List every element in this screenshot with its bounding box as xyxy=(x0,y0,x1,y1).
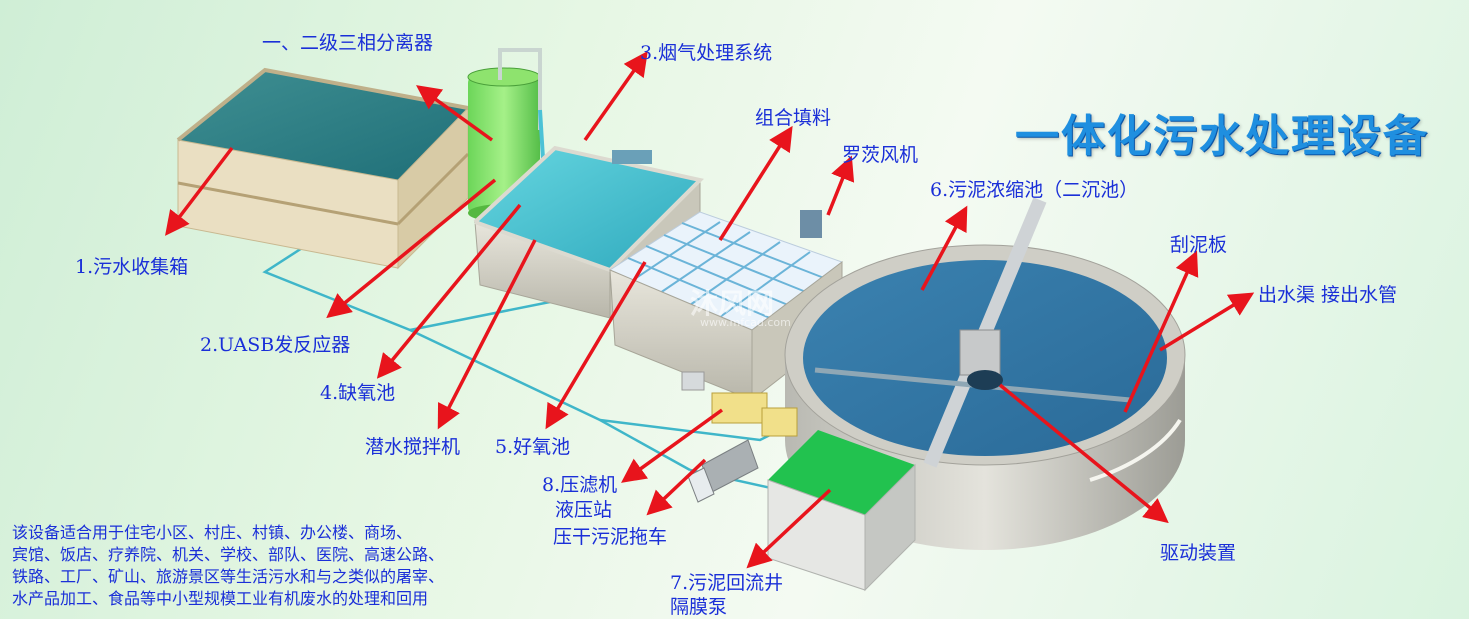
arrow-collection xyxy=(165,146,234,236)
collection-tank xyxy=(176,67,470,270)
label-drive: 驱动装置 xyxy=(1160,542,1237,564)
arrow-separator xyxy=(416,85,494,142)
arrow-truck xyxy=(646,458,707,516)
label-diaphragm-pump: 隔膜泵 xyxy=(670,596,728,618)
arrow-uasb xyxy=(326,178,497,319)
arrow-anoxic xyxy=(376,203,522,379)
label-flue-gas: 3.烟气处理系统 xyxy=(640,42,773,64)
sludge-truck xyxy=(687,439,759,503)
description-line: 宾馆、饭店、疗养院、机关、学校、部队、医院、高速公路、 xyxy=(12,545,445,564)
label-filter-press: 8.压滤机 xyxy=(542,474,618,496)
label-return-well: 7.污泥回流井 xyxy=(670,572,784,594)
label-aerobic: 5.好氧池 xyxy=(495,436,571,458)
arrow-blower xyxy=(826,155,855,216)
filter-press xyxy=(681,371,798,437)
arrow-packing xyxy=(718,125,793,241)
return-well xyxy=(767,430,916,592)
label-separator: 一、二级三相分离器 xyxy=(262,32,434,54)
label-hydraulic: 液压站 xyxy=(555,499,613,521)
label-collection-tank: 1.污水收集箱 xyxy=(75,256,189,278)
label-blower: 罗茨风机 xyxy=(842,144,919,166)
arrow-drive xyxy=(998,383,1169,524)
label-packing: 组合填料 xyxy=(755,107,832,129)
label-outlet: 出水渠 接出水管 xyxy=(1258,284,1398,306)
label-uasb: 2.UASB发反应器 xyxy=(200,334,351,356)
label-anoxic: 4.缺氧池 xyxy=(320,382,396,404)
arrow-thickener xyxy=(920,205,968,291)
watermark-url: www.mfcad.com xyxy=(700,316,791,329)
indicator-arrows xyxy=(165,50,1255,569)
watermark: 沐风网 xyxy=(690,287,775,320)
description: 该设备适合用于住宅小区、村庄、村镇、办公楼、商场、 宾馆、饭店、疗养院、机关、学… xyxy=(12,522,552,610)
label-thickener: 6.污泥浓缩池（二沉池） xyxy=(930,179,1139,201)
label-truck: 压干污泥拖车 xyxy=(553,526,668,548)
label-mixer: 潜水搅拌机 xyxy=(365,436,461,458)
arrow-mixer xyxy=(437,239,537,430)
label-scraper: 刮泥板 xyxy=(1170,234,1228,256)
arrow-filter-press xyxy=(621,408,724,483)
description-line: 该设备适合用于住宅小区、村庄、村镇、办公楼、商场、 xyxy=(12,523,413,542)
diagram-title: 一体化污水处理设备 xyxy=(1015,111,1429,162)
arrow-scraper xyxy=(1123,250,1199,413)
arrow-aerobic xyxy=(545,261,647,430)
arrow-return-well xyxy=(746,488,832,569)
description-line: 铁路、工厂、矿山、旅游景区等生活污水和与之类似的屠宰、 xyxy=(12,567,445,586)
description-line: 水产品加工、食品等中小型规模工业有机废水的处理和回用 xyxy=(12,589,429,608)
arrow-flue-gas xyxy=(583,50,648,142)
arrow-outlet xyxy=(1159,292,1255,352)
